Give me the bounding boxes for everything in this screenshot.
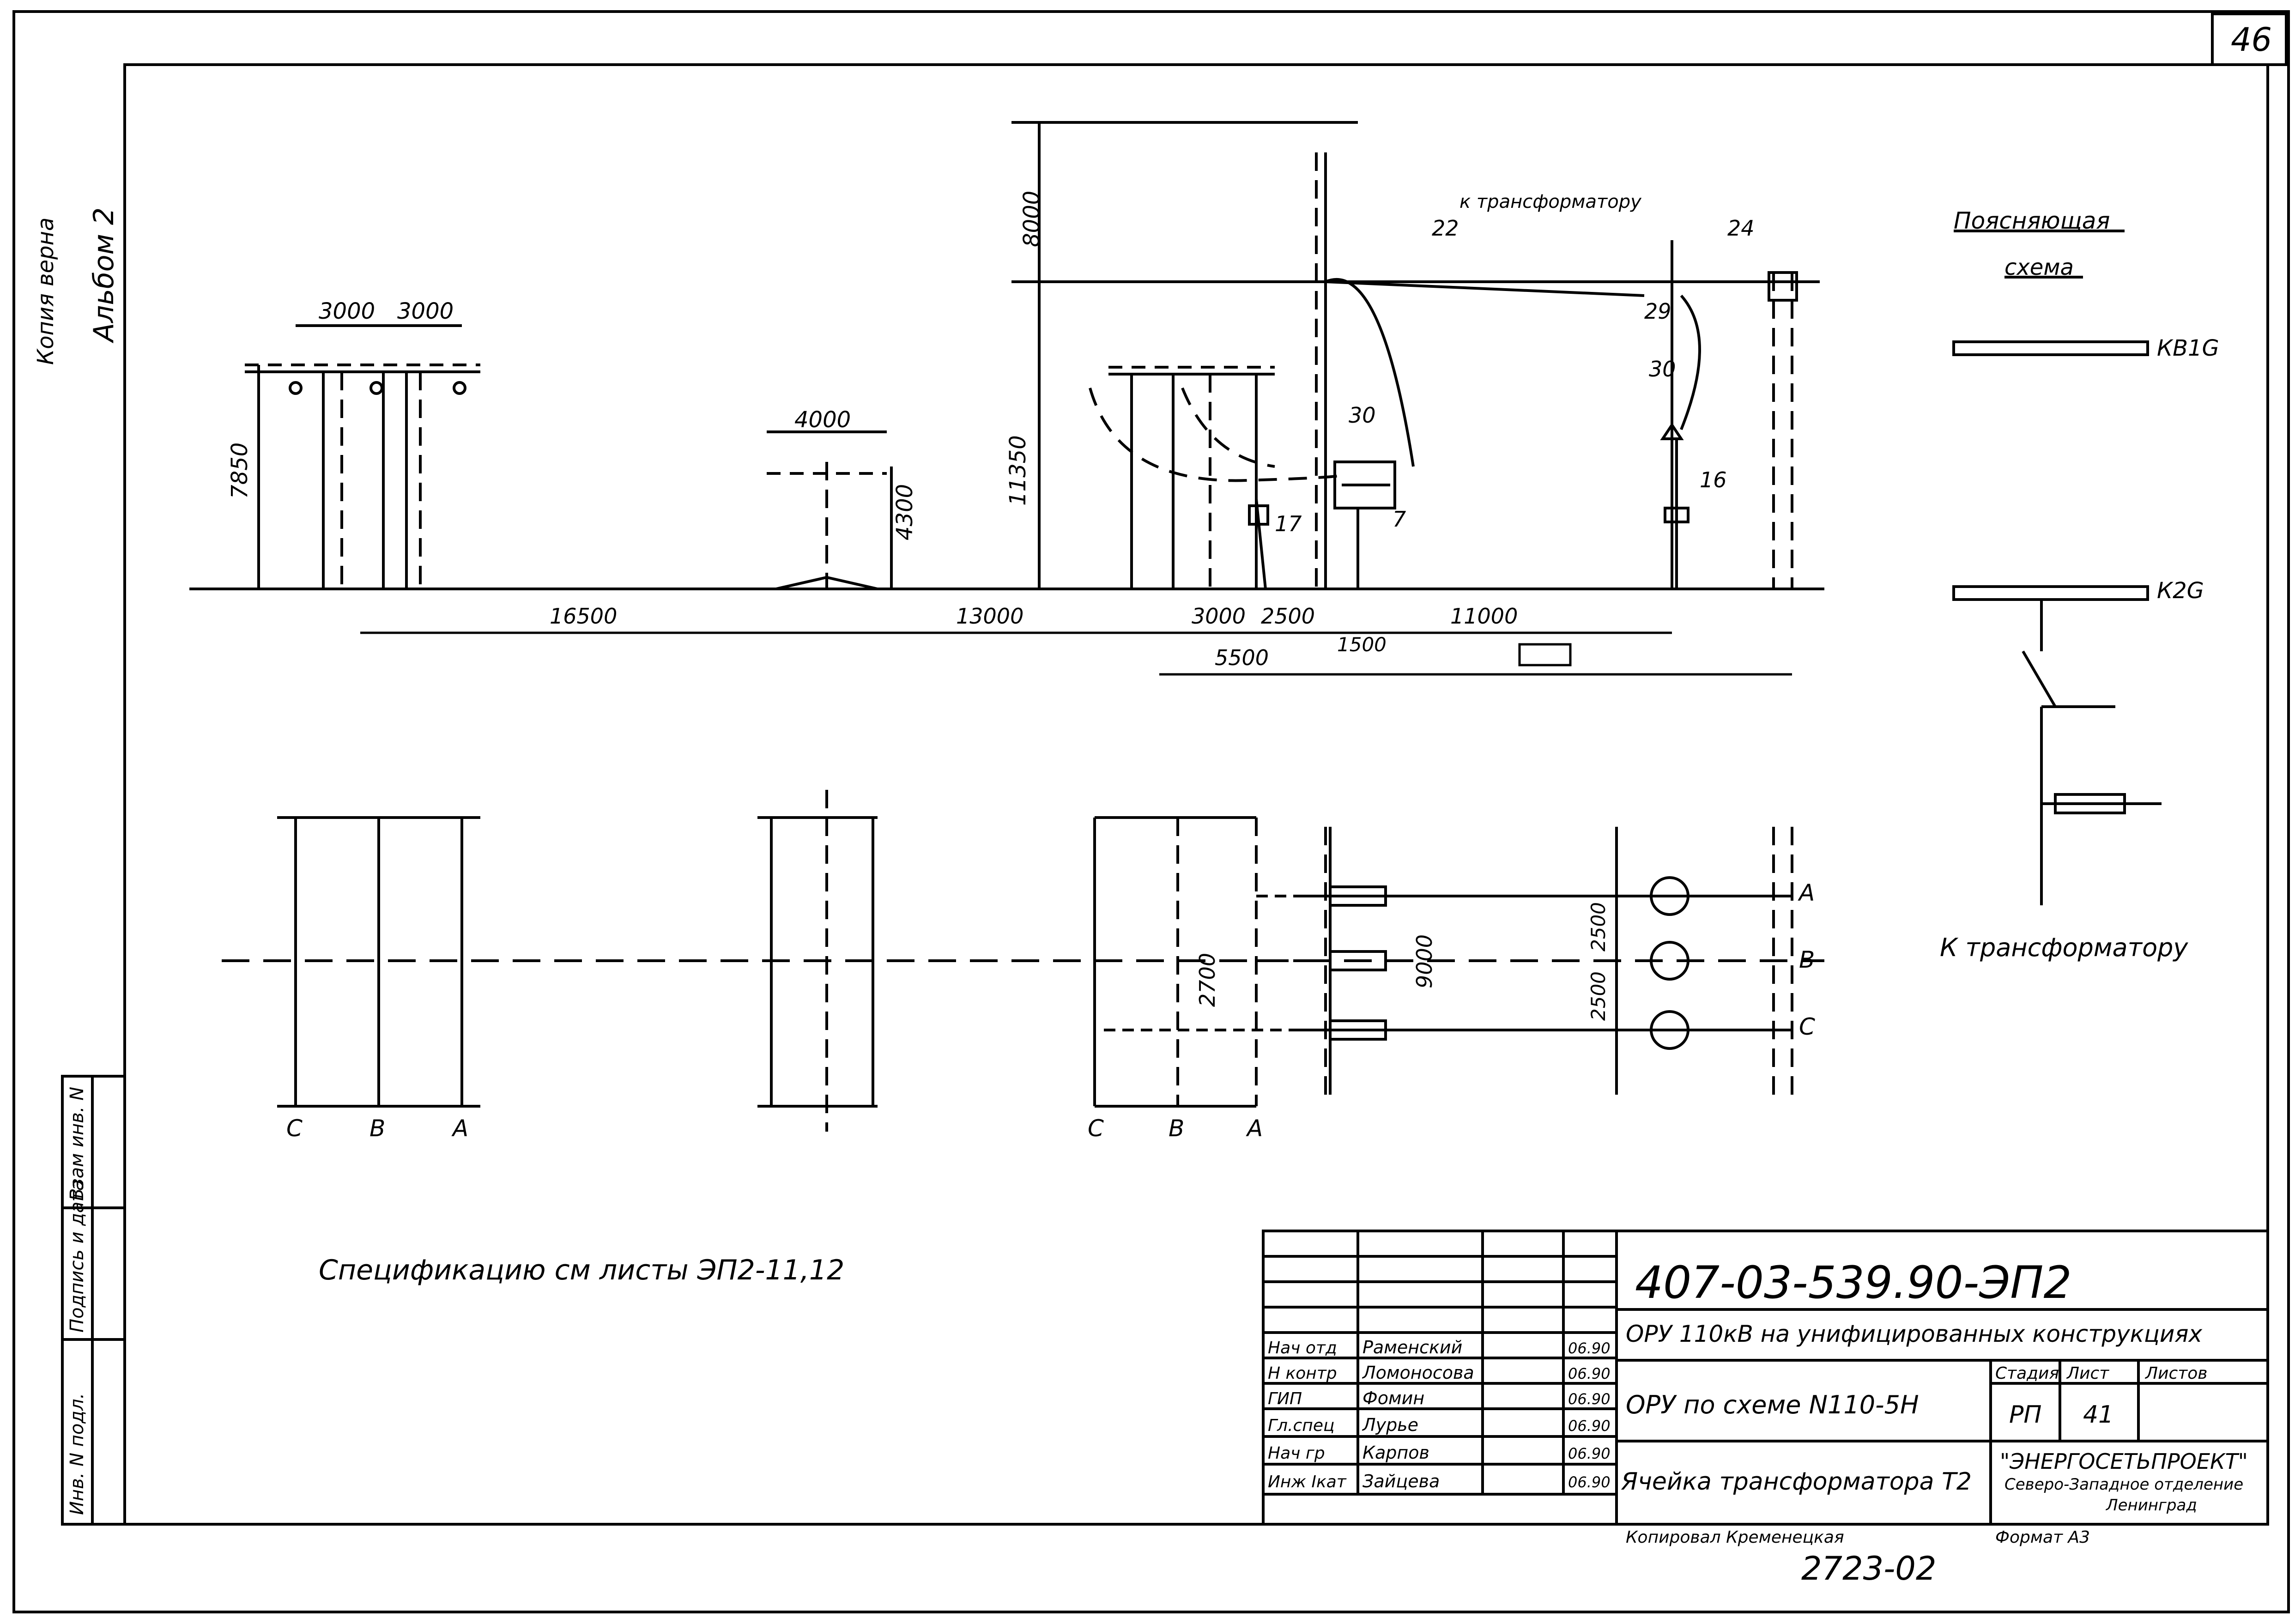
plan-dim-2500-b: 2500 [1587, 971, 1610, 1021]
project-title: ОРУ 110кВ на унифицированных конструкция… [1626, 1321, 2202, 1347]
dim-16500: 16500 [550, 604, 617, 629]
dim-3000-a: 3000 [319, 298, 375, 324]
outer-border [12, 10, 2290, 1613]
staff-date: 06.90 [1568, 1390, 1611, 1408]
staff-name: Лурье [1362, 1415, 1418, 1435]
label-16: 16 [1700, 467, 1727, 492]
label-30b: 30 [1649, 357, 1676, 382]
plan-dim-9000: 9000 [1412, 934, 1437, 988]
label-24: 24 [1727, 216, 1755, 241]
left-strip-vzam: Взам инв. N [67, 1087, 88, 1201]
dim-11000: 11000 [1450, 604, 1518, 629]
label-17: 17 [1275, 511, 1302, 536]
staff-name: Фомин [1362, 1388, 1424, 1408]
label-30a: 30 [1349, 403, 1376, 428]
plan-phase-c-mid: C [1088, 1115, 1104, 1142]
staff-role: ГИП [1268, 1389, 1302, 1408]
staff-role: Н контр [1268, 1364, 1337, 1383]
page-number-box [2211, 12, 2288, 66]
staff-role: Гл.спец [1268, 1416, 1335, 1435]
label-22: 22 [1432, 216, 1459, 241]
staff-name: Ломоносова [1362, 1363, 1474, 1383]
dim-3000-b: 3000 [397, 298, 454, 324]
format-label: Формат А3 [1995, 1528, 2090, 1547]
staff-date: 06.90 [1568, 1339, 1611, 1357]
left-strip-podpis: Подпись и дата [67, 1180, 88, 1333]
dim-2500: 2500 [1261, 604, 1315, 629]
dim-1500: 1500 [1337, 633, 1387, 656]
dim-5500: 5500 [1215, 645, 1269, 670]
archive-number: 2723-02 [1801, 1550, 1936, 1588]
staff-role: Нач гр [1268, 1444, 1325, 1463]
schema-title-line2: схема [2004, 255, 2074, 280]
dim-3000-c: 3000 [1192, 604, 1246, 629]
sheets-header: Листов [2144, 1364, 2207, 1383]
dim-7850: 7850 [227, 442, 253, 499]
copied-by: Копировал Кременецкая [1626, 1528, 1844, 1547]
margin-note-copy: Копия верна [33, 218, 59, 365]
schema-bus2-label: К2G [2157, 578, 2204, 604]
org-line2: Северо-Западное отделение [2004, 1475, 2243, 1494]
staff-role: Инж Iкат [1268, 1473, 1347, 1491]
plan-phase-b-right: B [1799, 946, 1815, 973]
label-29: 29 [1644, 299, 1671, 324]
org-line1: "ЭНЕРГОСЕТЬПРОЕКТ" [2000, 1449, 2248, 1474]
stage-value: РП [2009, 1401, 2041, 1429]
page-number: 46 [2231, 21, 2272, 59]
drawing-title: ОРУ по схеме N110-5Н [1626, 1390, 1919, 1419]
staff-date: 06.90 [1568, 1473, 1611, 1491]
dim-4300: 4300 [892, 484, 918, 540]
plan-phase-c-right: C [1799, 1013, 1815, 1040]
dimension-lines [360, 631, 1792, 676]
inner-frame [123, 63, 2269, 1526]
staff-role: Нач отд [1268, 1339, 1337, 1357]
sheet-number-value: 41 [2083, 1401, 2113, 1429]
explanatory-schema [1952, 230, 2162, 905]
doc-code: 407-03-539.90-ЭП2 [1635, 1257, 2072, 1309]
staff-date: 06.90 [1568, 1365, 1611, 1382]
org-line3: Ленинград [2105, 1496, 2197, 1515]
plan-phase-b-left: B [369, 1115, 385, 1142]
dim-13000: 13000 [956, 604, 1023, 629]
stage-header: Стадия [1995, 1364, 2059, 1383]
title-block [1262, 1230, 2269, 1526]
staff-name: Зайцева [1362, 1471, 1440, 1491]
left-strip-inv: Инв. N подл. [67, 1393, 88, 1515]
plan-view [222, 790, 1824, 1132]
plan-dim-2700: 2700 [1195, 953, 1220, 1007]
plan-phase-a-left: A [451, 1115, 468, 1142]
right-equipment [1038, 122, 1798, 589]
schema-bus1-label: КВ1G [2157, 335, 2219, 361]
dim-8000: 8000 [1019, 191, 1045, 247]
label-7: 7 [1393, 507, 1406, 532]
staff-date: 06.90 [1568, 1417, 1611, 1435]
dim-11350: 11350 [1005, 435, 1031, 506]
sheet-header: Лист [2066, 1364, 2109, 1383]
plan-dim-2500-a: 2500 [1587, 902, 1610, 951]
staff-name: Карпов [1362, 1442, 1429, 1463]
middle-structure [767, 430, 893, 590]
staff-date: 06.90 [1568, 1445, 1611, 1462]
plan-phase-c-left: C [286, 1115, 303, 1142]
label-to-transformer: к трансформатору [1459, 191, 1642, 212]
dim-4000: 4000 [794, 407, 851, 433]
sheet-title: Ячейка трансформатора Т2 [1621, 1468, 1972, 1496]
plan-phase-a-mid: A [1246, 1115, 1263, 1142]
plan-phase-a-right: A [1798, 879, 1815, 906]
staff-name: Раменский [1362, 1337, 1462, 1357]
left-portal [245, 324, 480, 589]
plan-phase-b-mid: B [1169, 1115, 1184, 1142]
spec-note: Спецификацию см листы ЭП2-11,12 [319, 1254, 844, 1286]
schema-title-line1: Поясняющая [1954, 207, 2110, 234]
album-label: Альбом 2 [88, 207, 120, 344]
schema-to-transformer: К трансформатору [1940, 933, 2188, 962]
